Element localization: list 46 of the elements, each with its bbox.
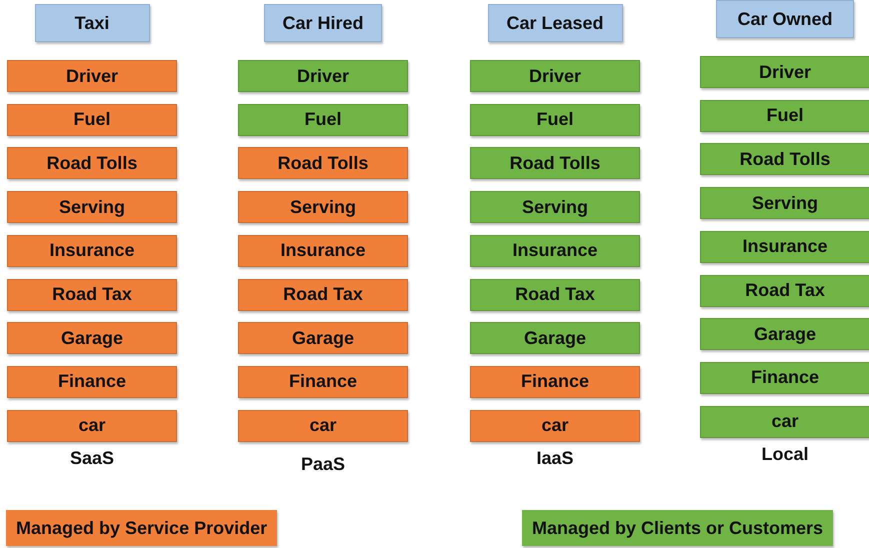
cost-item-box: Driver [238, 60, 408, 92]
service-model-label: PaaS [300, 454, 346, 475]
cost-item-box: Serving [7, 191, 177, 224]
cost-item-box: Garage [700, 318, 869, 350]
cost-item-box: Finance [700, 362, 869, 394]
cost-item-box: Finance [7, 366, 177, 398]
cost-item-box: Finance [238, 366, 408, 398]
cost-item-box: car [470, 410, 640, 442]
cost-item-box: Insurance [470, 234, 640, 267]
cost-item-box: Driver [470, 60, 640, 92]
cost-item-box: Fuel [7, 104, 177, 136]
cost-item-box: car [700, 406, 869, 438]
service-model-label: Local [760, 444, 810, 465]
cost-item-box: Insurance [7, 234, 177, 267]
cost-item-box: Fuel [238, 104, 408, 136]
service-model-label: IaaS [535, 448, 575, 469]
cost-item-box: Road Tax [470, 278, 640, 310]
cost-item-box: Insurance [700, 230, 869, 263]
cost-item-box: Fuel [700, 100, 869, 132]
cost-item-box: Road Tolls [470, 147, 640, 180]
cost-item-box: Finance [470, 366, 640, 398]
cost-item-box: Insurance [238, 234, 408, 267]
cost-item-box: car [7, 410, 177, 442]
cost-item-box: Road Tolls [700, 143, 869, 176]
column-header: Car Leased [488, 4, 622, 42]
legend-text: Managed by Clients or Customers [532, 518, 824, 538]
cost-item-box: Serving [700, 187, 869, 220]
column-header: Car Owned [716, 0, 854, 38]
cost-item-box: Garage [470, 322, 640, 354]
service-model-label: SaaS [68, 448, 116, 469]
cost-item-box: Road Tolls [7, 147, 177, 180]
cost-item-box: Fuel [470, 104, 640, 136]
cost-item-box: Serving [238, 191, 408, 224]
cost-item-box: Driver [7, 60, 177, 92]
cost-item-box: Road Tax [238, 278, 408, 310]
cost-item-box: Driver [700, 56, 869, 88]
cost-item-box: Serving [470, 191, 640, 224]
cost-item-box: Garage [238, 322, 408, 354]
cost-item-box: car [238, 410, 408, 442]
cost-item-box: Garage [7, 322, 177, 354]
cost-item-box: Road Tolls [238, 147, 408, 180]
legend-text: Managed by Service Provider [16, 518, 268, 538]
cost-item-box: Road Tax [7, 278, 177, 310]
column-header: Taxi [34, 4, 150, 42]
cost-item-box: Road Tax [700, 274, 869, 306]
column-header: Car Hired [264, 4, 382, 42]
